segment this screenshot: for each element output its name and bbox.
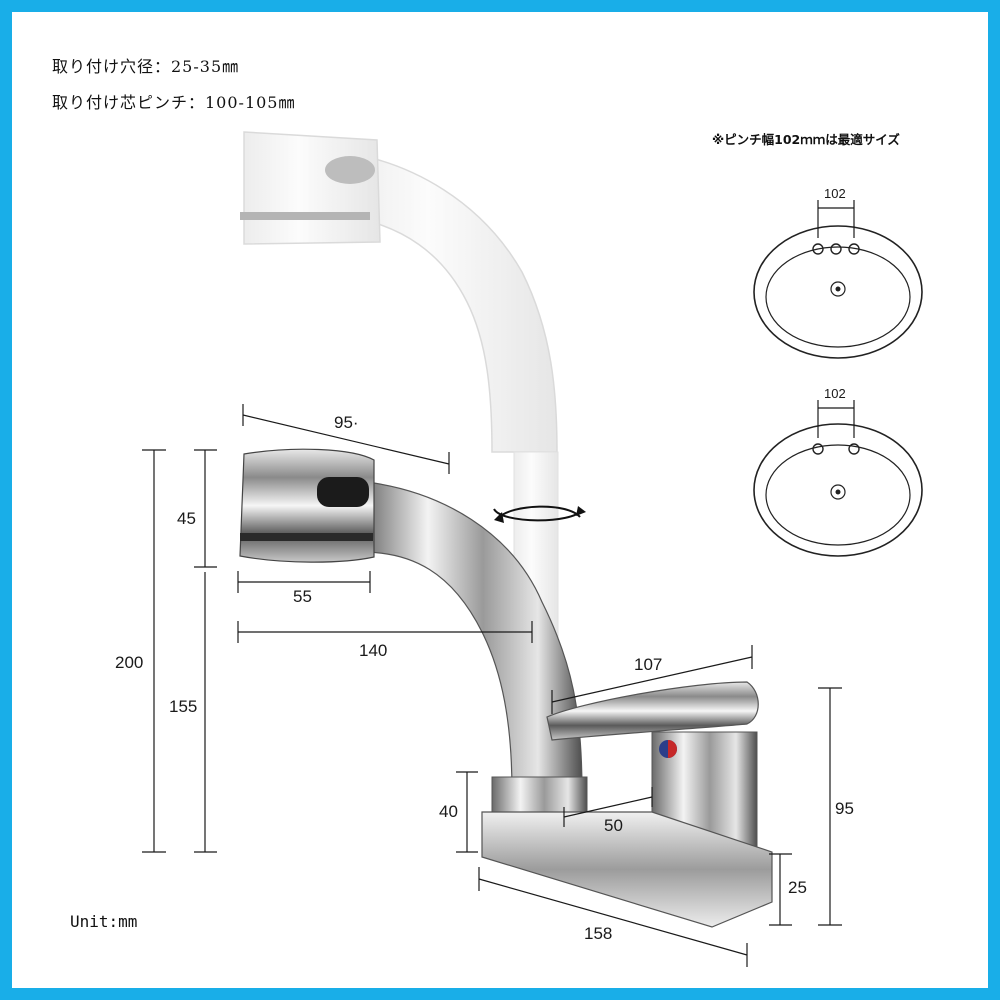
dim-158: 158 xyxy=(584,924,612,943)
dim-140: 140 xyxy=(359,641,387,660)
dim-50: 50 xyxy=(604,816,623,835)
dim-45: 45 xyxy=(177,509,196,528)
handle-lever xyxy=(546,681,759,741)
base-plate xyxy=(481,811,773,928)
basin-2-hole xyxy=(753,400,923,557)
dim-25: 25 xyxy=(788,878,807,897)
dim-95-body: 95 xyxy=(835,799,854,818)
faucet-drawing: 95· 45 55 140 200 155 107 40 50 95 25 15… xyxy=(115,131,923,967)
rotation-arrow xyxy=(493,505,586,523)
basin-3-hole xyxy=(753,200,923,359)
dim-107: 107 xyxy=(634,655,662,674)
dim-200: 200 xyxy=(115,653,143,672)
dim-155: 155 xyxy=(169,697,197,716)
hole-diameter-spec: 取り付け穴径：25-35㎜ xyxy=(52,57,240,76)
unit-label: Unit:mm xyxy=(70,912,138,931)
basin2-pitch: 102 xyxy=(824,386,846,401)
basin1-pitch: 102 xyxy=(824,186,846,201)
dim-95-head: 95· xyxy=(334,413,359,432)
center-pitch-spec: 取り付け芯ピンチ：100-105㎜ xyxy=(52,93,296,112)
dim-55: 55 xyxy=(293,587,312,606)
dimension-lines xyxy=(142,404,842,967)
optimal-pitch-note: ※ピンチ幅102ｍｍは最適サイズ xyxy=(712,132,900,147)
dim-40: 40 xyxy=(439,802,458,821)
spray-button xyxy=(317,477,369,507)
